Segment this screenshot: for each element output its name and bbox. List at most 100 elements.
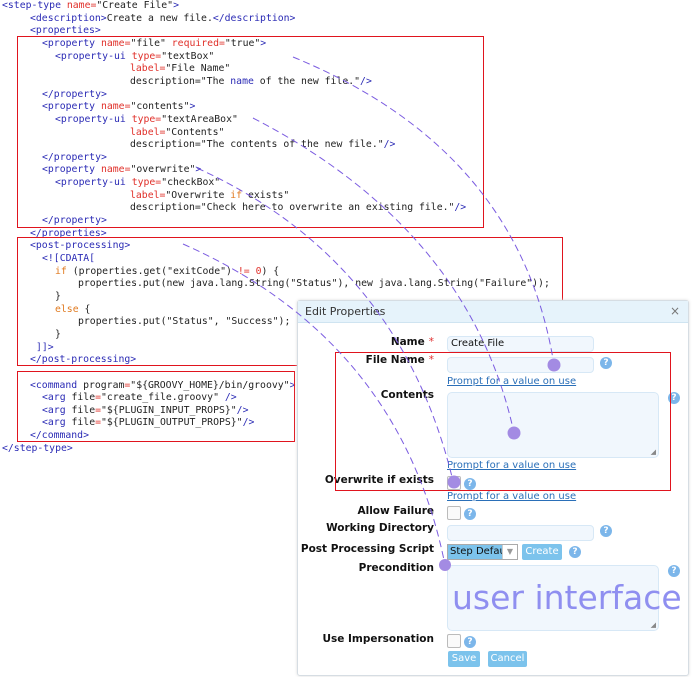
code-token: /> [360, 75, 372, 87]
create-button[interactable]: Create [522, 544, 562, 560]
resize-grip-icon[interactable]: ◢ [650, 448, 656, 456]
code-token: ]]> [36, 341, 54, 353]
chevron-down-icon[interactable]: ▼ [502, 545, 517, 559]
help-icon[interactable]: ? [600, 357, 612, 369]
code-token: "${PLUGIN_OUTPUT_PROPS}" [101, 417, 243, 429]
code-line: </property> [42, 89, 107, 101]
code-token: properties.put("Status", "Success"); [78, 316, 291, 328]
file-name-label: File Name* [366, 354, 434, 366]
dialog-title: Edit Properties [305, 305, 386, 318]
help-icon[interactable]: ? [668, 392, 680, 404]
code-line: </properties> [30, 228, 107, 240]
code-token: type= [131, 50, 162, 62]
code-line: description="Check here to overwrite an … [130, 202, 466, 214]
code-token: = [95, 404, 101, 416]
code-token: "The contents of the new file." [200, 139, 384, 151]
precondition-textarea[interactable]: user interface ◢ [447, 565, 682, 631]
code-token: != [237, 265, 250, 277]
dialog-properties-highlight-box [335, 352, 671, 491]
impersonation-checkbox[interactable] [447, 634, 461, 648]
code-token: <property [42, 37, 101, 49]
code-token: = [95, 417, 101, 429]
code-token: of the new file." [253, 75, 361, 87]
code-token: name= [100, 101, 131, 113]
code-token: properties.put(new java.lang.String("Sta… [78, 278, 550, 290]
code-token: (properties.get("exitCode") [66, 265, 238, 277]
code-token: type= [131, 177, 162, 189]
post-processing-label: Post Processing Script [300, 543, 434, 555]
code-token: > [195, 164, 202, 176]
code-token: description= [130, 202, 201, 214]
code-token: "overwrite" [130, 164, 196, 176]
help-icon[interactable]: ? [464, 508, 476, 520]
code-token: file [71, 392, 96, 404]
save-button[interactable]: Save [448, 651, 480, 667]
code-token: "Contents" [165, 126, 225, 138]
help-icon[interactable]: ? [569, 546, 581, 558]
connector-overwrite [196, 167, 454, 482]
code-token: "textBox" [161, 50, 215, 62]
connector-dot [547, 358, 561, 372]
post-processing-select[interactable]: Step Default ▼ [447, 544, 518, 560]
name-input[interactable]: Create File [447, 336, 594, 352]
resize-grip-icon[interactable]: ◢ [650, 621, 656, 629]
code-token: else [55, 303, 79, 315]
code-line: <arg file="${PLUGIN_INPUT_PROPS}"/> [42, 405, 248, 417]
working-directory-label: Working Directory [326, 522, 434, 534]
contents-prompt-link[interactable]: Prompt for a value on use [447, 460, 577, 471]
code-token: "Overwrite [165, 189, 231, 201]
impersonation-label: Use Impersonation [322, 633, 434, 645]
code-token: label= [130, 126, 166, 138]
code-token: <property [42, 101, 101, 113]
code-token: required= [171, 37, 225, 49]
overwrite-label: Overwrite if exists [324, 474, 434, 486]
code-token: <property-ui [55, 50, 132, 62]
help-icon[interactable]: ? [464, 478, 476, 490]
code-token: type= [131, 113, 162, 125]
code-token: description= [130, 75, 201, 87]
code-line: <![CDATA[ [42, 253, 95, 265]
code-token: <post-processing> [30, 240, 131, 252]
help-icon[interactable]: ? [600, 525, 612, 537]
code-token: exists" [242, 189, 290, 201]
code-line: <arg file="create_file.groovy" /> [42, 392, 237, 404]
code-token: "file" [130, 37, 172, 49]
code-token: /> [242, 417, 255, 429]
code-token: <arg [42, 417, 72, 429]
command-highlight-box [17, 371, 295, 442]
code-line: </property> [42, 152, 107, 164]
code-token: <property-ui [55, 177, 132, 189]
code-token: Create a new file. [106, 12, 213, 24]
code-token: <property [42, 164, 101, 176]
code-token: name= [100, 164, 131, 176]
help-icon[interactable]: ? [668, 565, 680, 577]
help-icon[interactable]: ? [464, 636, 476, 648]
cancel-button[interactable]: Cancel [488, 651, 527, 667]
code-token: "true" [224, 37, 261, 49]
code-token: if [230, 189, 243, 201]
code-token: /> [454, 202, 467, 214]
code-token: <command [30, 379, 84, 391]
user-interface-annotation: user interface [452, 578, 682, 617]
code-token: name= [66, 0, 97, 11]
code-token: "The [200, 75, 231, 87]
code-token: if [55, 265, 67, 277]
working-directory-input[interactable] [447, 525, 594, 541]
code-line: <post-processing> [30, 240, 130, 252]
close-icon[interactable]: × [669, 304, 680, 318]
contents-textarea[interactable]: ◢ [447, 392, 659, 458]
code-token: <arg [42, 404, 72, 416]
code-token: > [173, 0, 179, 11]
code-token: "contents" [130, 101, 190, 113]
file-name-prompt-link[interactable]: Prompt for a value on use [447, 376, 577, 387]
code-token: </property> [42, 215, 107, 227]
code-line: <properties> [30, 25, 101, 37]
code-line: <property name="contents"> [42, 101, 195, 113]
code-line: </post-processing> [30, 354, 136, 366]
code-token: "textAreaBox" [161, 113, 238, 125]
code-token: </property> [42, 88, 107, 100]
allow-failure-checkbox[interactable] [447, 506, 461, 520]
overwrite-prompt-link[interactable]: Prompt for a value on use [447, 491, 577, 502]
code-token: </command> [30, 430, 89, 442]
allow-failure-label: Allow Failure [357, 505, 434, 517]
